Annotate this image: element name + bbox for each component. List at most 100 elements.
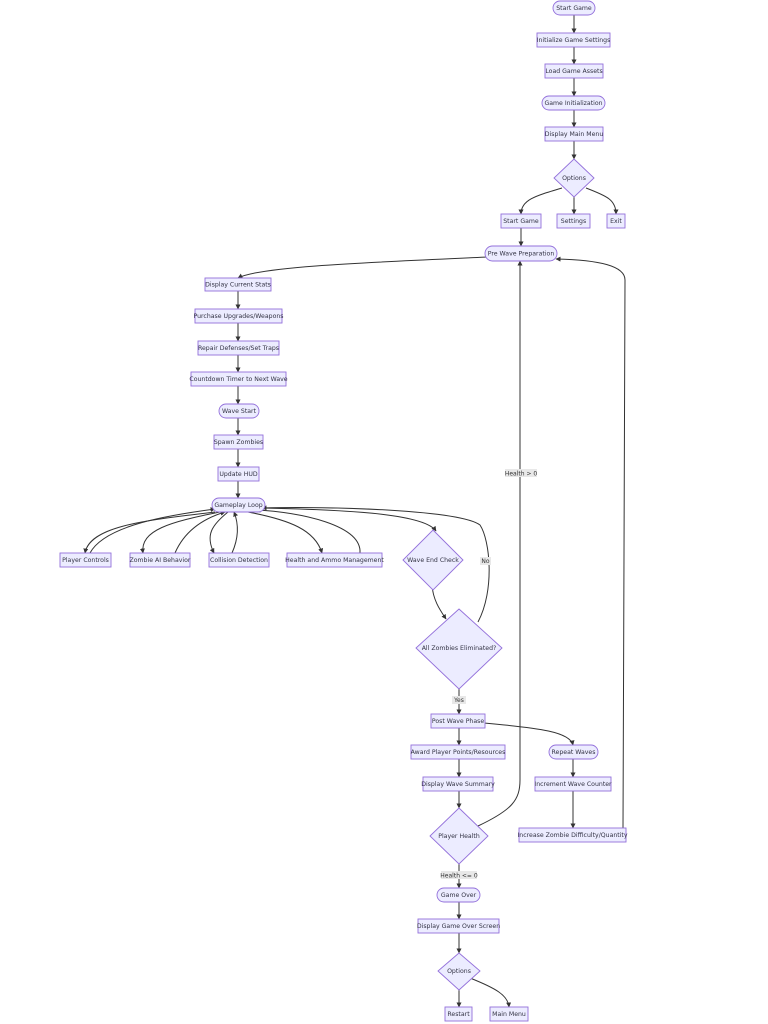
node-purchase-label: Purchase Upgrades/Weapons: [193, 313, 283, 320]
node-repair-label: Repair Defenses/Set Traps: [198, 345, 279, 352]
edge-loop-waveend: [261, 507, 437, 532]
edge-labels: No Yes Health > 0 Health <= 0: [440, 469, 537, 880]
edge-label-no: No: [480, 557, 491, 565]
node-spawn: Spawn Zombies: [213, 434, 264, 450]
node-repeat-waves-label: Repeat Waves: [552, 749, 596, 756]
node-health-ammo: Health and Ammo Management: [285, 552, 384, 568]
edge-difficulty-prewave: [555, 256, 626, 829]
edge-loop-player: [83, 511, 216, 554]
node-exit: Exit: [606, 213, 626, 229]
node-zombie-ai-label: Zombie AI Behavior: [130, 557, 191, 564]
node-update-hud-label: Update HUD: [219, 471, 258, 478]
edge-label-yes: Yes: [452, 696, 466, 704]
edge-alleliminated-loop: [261, 505, 490, 623]
node-gameplay-loop: Gameplay Loop: [211, 497, 266, 513]
node-restart: Restart: [444, 1006, 473, 1022]
node-wave-start: Wave Start: [218, 403, 260, 419]
node-increment-counter: Increment Wave Counter: [534, 776, 612, 792]
node-load-assets-label: Load Game Assets: [545, 68, 602, 75]
node-game-over-screen: Display Game Over Screen: [417, 918, 500, 934]
node-spawn-label: Spawn Zombies: [214, 439, 263, 446]
edge-label-health-le-0: Health <= 0: [440, 871, 478, 880]
node-game-over-label: Game Over: [441, 892, 477, 899]
node-post-wave-label: Post Wave Phase: [432, 718, 485, 725]
node-player-controls-label: Player Controls: [62, 557, 109, 564]
node-start-game-option: Start Game: [500, 213, 542, 229]
node-repair: Repair Defenses/Set Traps: [197, 340, 280, 356]
node-game-over-screen-label: Display Game Over Screen: [417, 923, 500, 930]
node-increase-difficulty: Increase Zombie Difficulty/Quantity: [517, 827, 628, 843]
node-game-init-label: Game Initialization: [544, 100, 602, 107]
node-repeat-waves: Repeat Waves: [548, 744, 599, 760]
node-pre-wave: Pre Wave Preparation: [484, 245, 558, 262]
node-load-assets: Load Game Assets: [544, 63, 604, 79]
node-update-hud: Update HUD: [217, 466, 260, 482]
node-main-menu: Display Main Menu: [544, 126, 604, 142]
node-game-init: Game Initialization: [541, 95, 606, 111]
node-purchase: Purchase Upgrades/Weapons: [193, 308, 284, 324]
edge-loop-zombie: [139, 511, 221, 554]
edge-options-mainmenu: [469, 977, 512, 1008]
edge-collision-loop: [231, 511, 238, 554]
node-post-wave: Post Wave Phase: [430, 713, 486, 729]
node-options-label: Options: [562, 175, 586, 182]
edge-options-startgame: [518, 187, 563, 215]
edge-health-prewave: [477, 260, 523, 827]
node-countdown: Countdown Timer to Next Wave: [189, 371, 288, 387]
node-main-menu-label: Display Main Menu: [545, 131, 604, 138]
node-start-game-label: Start Game: [556, 5, 592, 12]
node-all-eliminated-label: All Zombies Eliminated?: [422, 645, 497, 652]
node-pre-wave-label: Pre Wave Preparation: [488, 251, 555, 258]
edge-prewave-stats: [237, 256, 489, 279]
node-wave-end-check: Wave End Check: [402, 529, 464, 591]
edge-loop-health: [247, 511, 324, 554]
nodes: Start Game Initialize Game Settings Load…: [59, 0, 628, 1022]
node-collision-label: Collision Detection: [210, 557, 268, 564]
node-wave-summary: Display Wave Summary: [421, 776, 495, 792]
node-wave-start-label: Wave Start: [222, 408, 257, 415]
edge-label-yes-text: Yes: [453, 697, 464, 704]
node-display-stats-label: Display Current Stats: [205, 282, 271, 289]
node-award-points-label: Award Player Points/Resources: [411, 749, 506, 756]
node-player-controls: Player Controls: [59, 552, 112, 568]
node-health-ammo-label: Health and Ammo Management: [285, 557, 384, 564]
node-init-settings: Initialize Game Settings: [536, 32, 611, 48]
node-wave-end-check-label: Wave End Check: [407, 557, 459, 564]
edge-postwave-repeat: [483, 722, 575, 746]
node-init-settings-label: Initialize Game Settings: [537, 37, 611, 44]
node-zombie-ai: Zombie AI Behavior: [130, 552, 191, 568]
node-all-eliminated: All Zombies Eliminated?: [415, 608, 503, 690]
node-player-health-label: Player Health: [438, 833, 480, 840]
node-settings: Settings: [556, 213, 591, 229]
node-increase-difficulty-label: Increase Zombie Difficulty/Quantity: [517, 832, 627, 839]
edges: [83, 15, 626, 1008]
node-wave-summary-label: Display Wave Summary: [421, 781, 495, 788]
edge-waveend-alleliminated: [431, 584, 447, 620]
edge-label-no-text: No: [481, 558, 489, 565]
node-options-end: Options: [437, 952, 481, 991]
node-settings-label: Settings: [561, 218, 586, 225]
node-countdown-label: Countdown Timer to Next Wave: [189, 376, 287, 383]
node-gameplay-loop-label: Gameplay Loop: [214, 502, 262, 509]
node-player-health: Player Health: [429, 807, 489, 865]
edge-options-exit: [585, 187, 619, 215]
edge-player-loop: [89, 507, 216, 554]
edge-zombie-loop: [174, 510, 226, 554]
node-options: Options: [553, 158, 595, 198]
node-exit-label: Exit: [610, 218, 622, 225]
node-collision: Collision Detection: [208, 552, 270, 568]
edge-loop-collision: [209, 511, 229, 554]
node-restart-label: Restart: [447, 1011, 470, 1018]
edge-label-health-gt-0-text: Health > 0: [505, 471, 538, 478]
edge-label-health-gt-0: Health > 0: [505, 469, 538, 478]
node-start-game-option-label: Start Game: [503, 218, 539, 225]
node-game-over: Game Over: [436, 887, 481, 903]
node-increment-counter-label: Increment Wave Counter: [534, 781, 612, 788]
edge-health-loop: [255, 507, 361, 554]
node-options-end-label: Options: [447, 968, 471, 975]
node-main-menu-end: Main Menu: [489, 1006, 529, 1022]
node-main-menu-end-label: Main Menu: [492, 1011, 526, 1018]
node-display-stats: Display Current Stats: [204, 277, 272, 292]
node-start-game: Start Game: [552, 0, 596, 16]
